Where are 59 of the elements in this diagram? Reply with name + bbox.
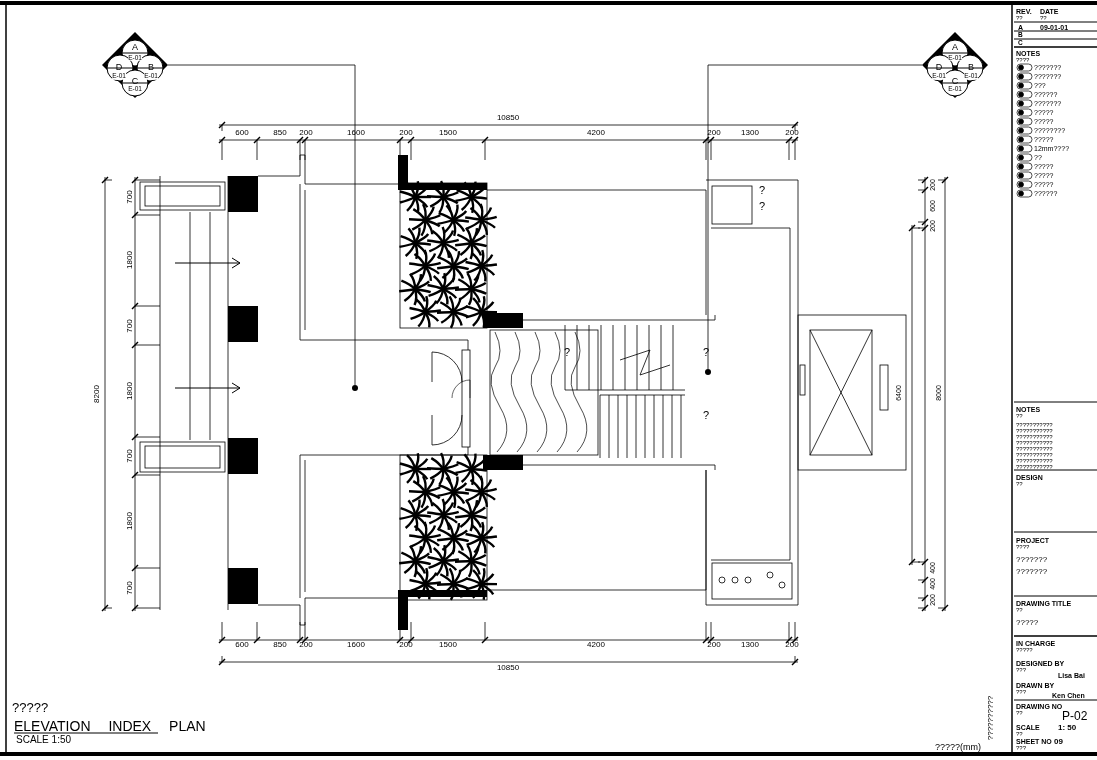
drawing-name: ????? [1016,619,1039,627]
dimension-label: 1800 [126,382,134,400]
view-letter: D [935,62,943,71]
side-note: ?????????? [987,695,995,741]
drawing-subtitle: ????? [12,701,49,714]
dimension-label: 1500 [439,641,457,649]
elevation-index-symbol [102,32,168,98]
project-name: ??????? [1016,556,1048,564]
dimension-label: 700 [126,319,134,333]
dimension-label: 700 [126,190,134,204]
room-mark: ? [702,409,710,421]
dimension-label: 200 [707,129,721,137]
target-dot [352,385,358,391]
dimension-label: 700 [126,581,134,595]
room-mark: ? [758,184,766,196]
dimension-label: 1600 [347,641,365,649]
project-name: ??????? [1016,568,1048,576]
dimension-label: 4200 [587,641,605,649]
view-letter: B [148,62,154,71]
room-mark: ? [758,200,766,212]
view-letter: C [951,76,959,86]
view-letter: B [968,62,974,71]
view-letter: A [132,42,138,52]
dimension-label: 1800 [126,512,134,530]
scale-note: SCALE 1:50 [16,735,72,745]
room-mark: ? [702,346,710,358]
dimension-label: 200 [707,641,721,649]
drawing-title: ELEVATION INDEX PLAN [14,719,206,733]
view-letter: D [115,62,123,71]
dimension-label: 1800 [126,251,134,269]
dimension-label: 200 [299,129,313,137]
dimension-label: 8200 [93,385,101,403]
dimension-label: 850 [273,129,287,137]
view-letter: A [952,42,958,52]
scale-value: 1: 50 [1058,724,1077,732]
dimension-label: 700 [126,449,134,463]
view-letter: C [131,76,139,86]
dimension-label: 10850 [496,664,520,672]
sheet-number: 09 [1054,738,1063,746]
room-mark: ? [563,346,571,358]
dimension-label: 850 [273,641,287,649]
leader-line [707,64,923,370]
dimension-label: 200 [399,641,413,649]
target-dot [705,369,711,375]
leader-line [167,64,356,386]
dimension-label: 10850 [496,114,520,122]
dimension-label: 1600 [347,129,365,137]
dimension-label: 1300 [741,641,759,649]
dimension-label: 200 [785,129,799,137]
dimension-label: 200 [299,641,313,649]
drawing-number: P-02 [1062,710,1088,722]
dimension-label: 200 [399,129,413,137]
dimension-label: 600 [235,129,249,137]
unit-note: ?????(mm) [935,743,981,752]
dimension-label: 1300 [741,129,759,137]
dimension-label: 1500 [439,129,457,137]
dimension-label: 600 [235,641,249,649]
dimension-label: 4200 [587,129,605,137]
elevation-index-symbol [922,32,988,98]
